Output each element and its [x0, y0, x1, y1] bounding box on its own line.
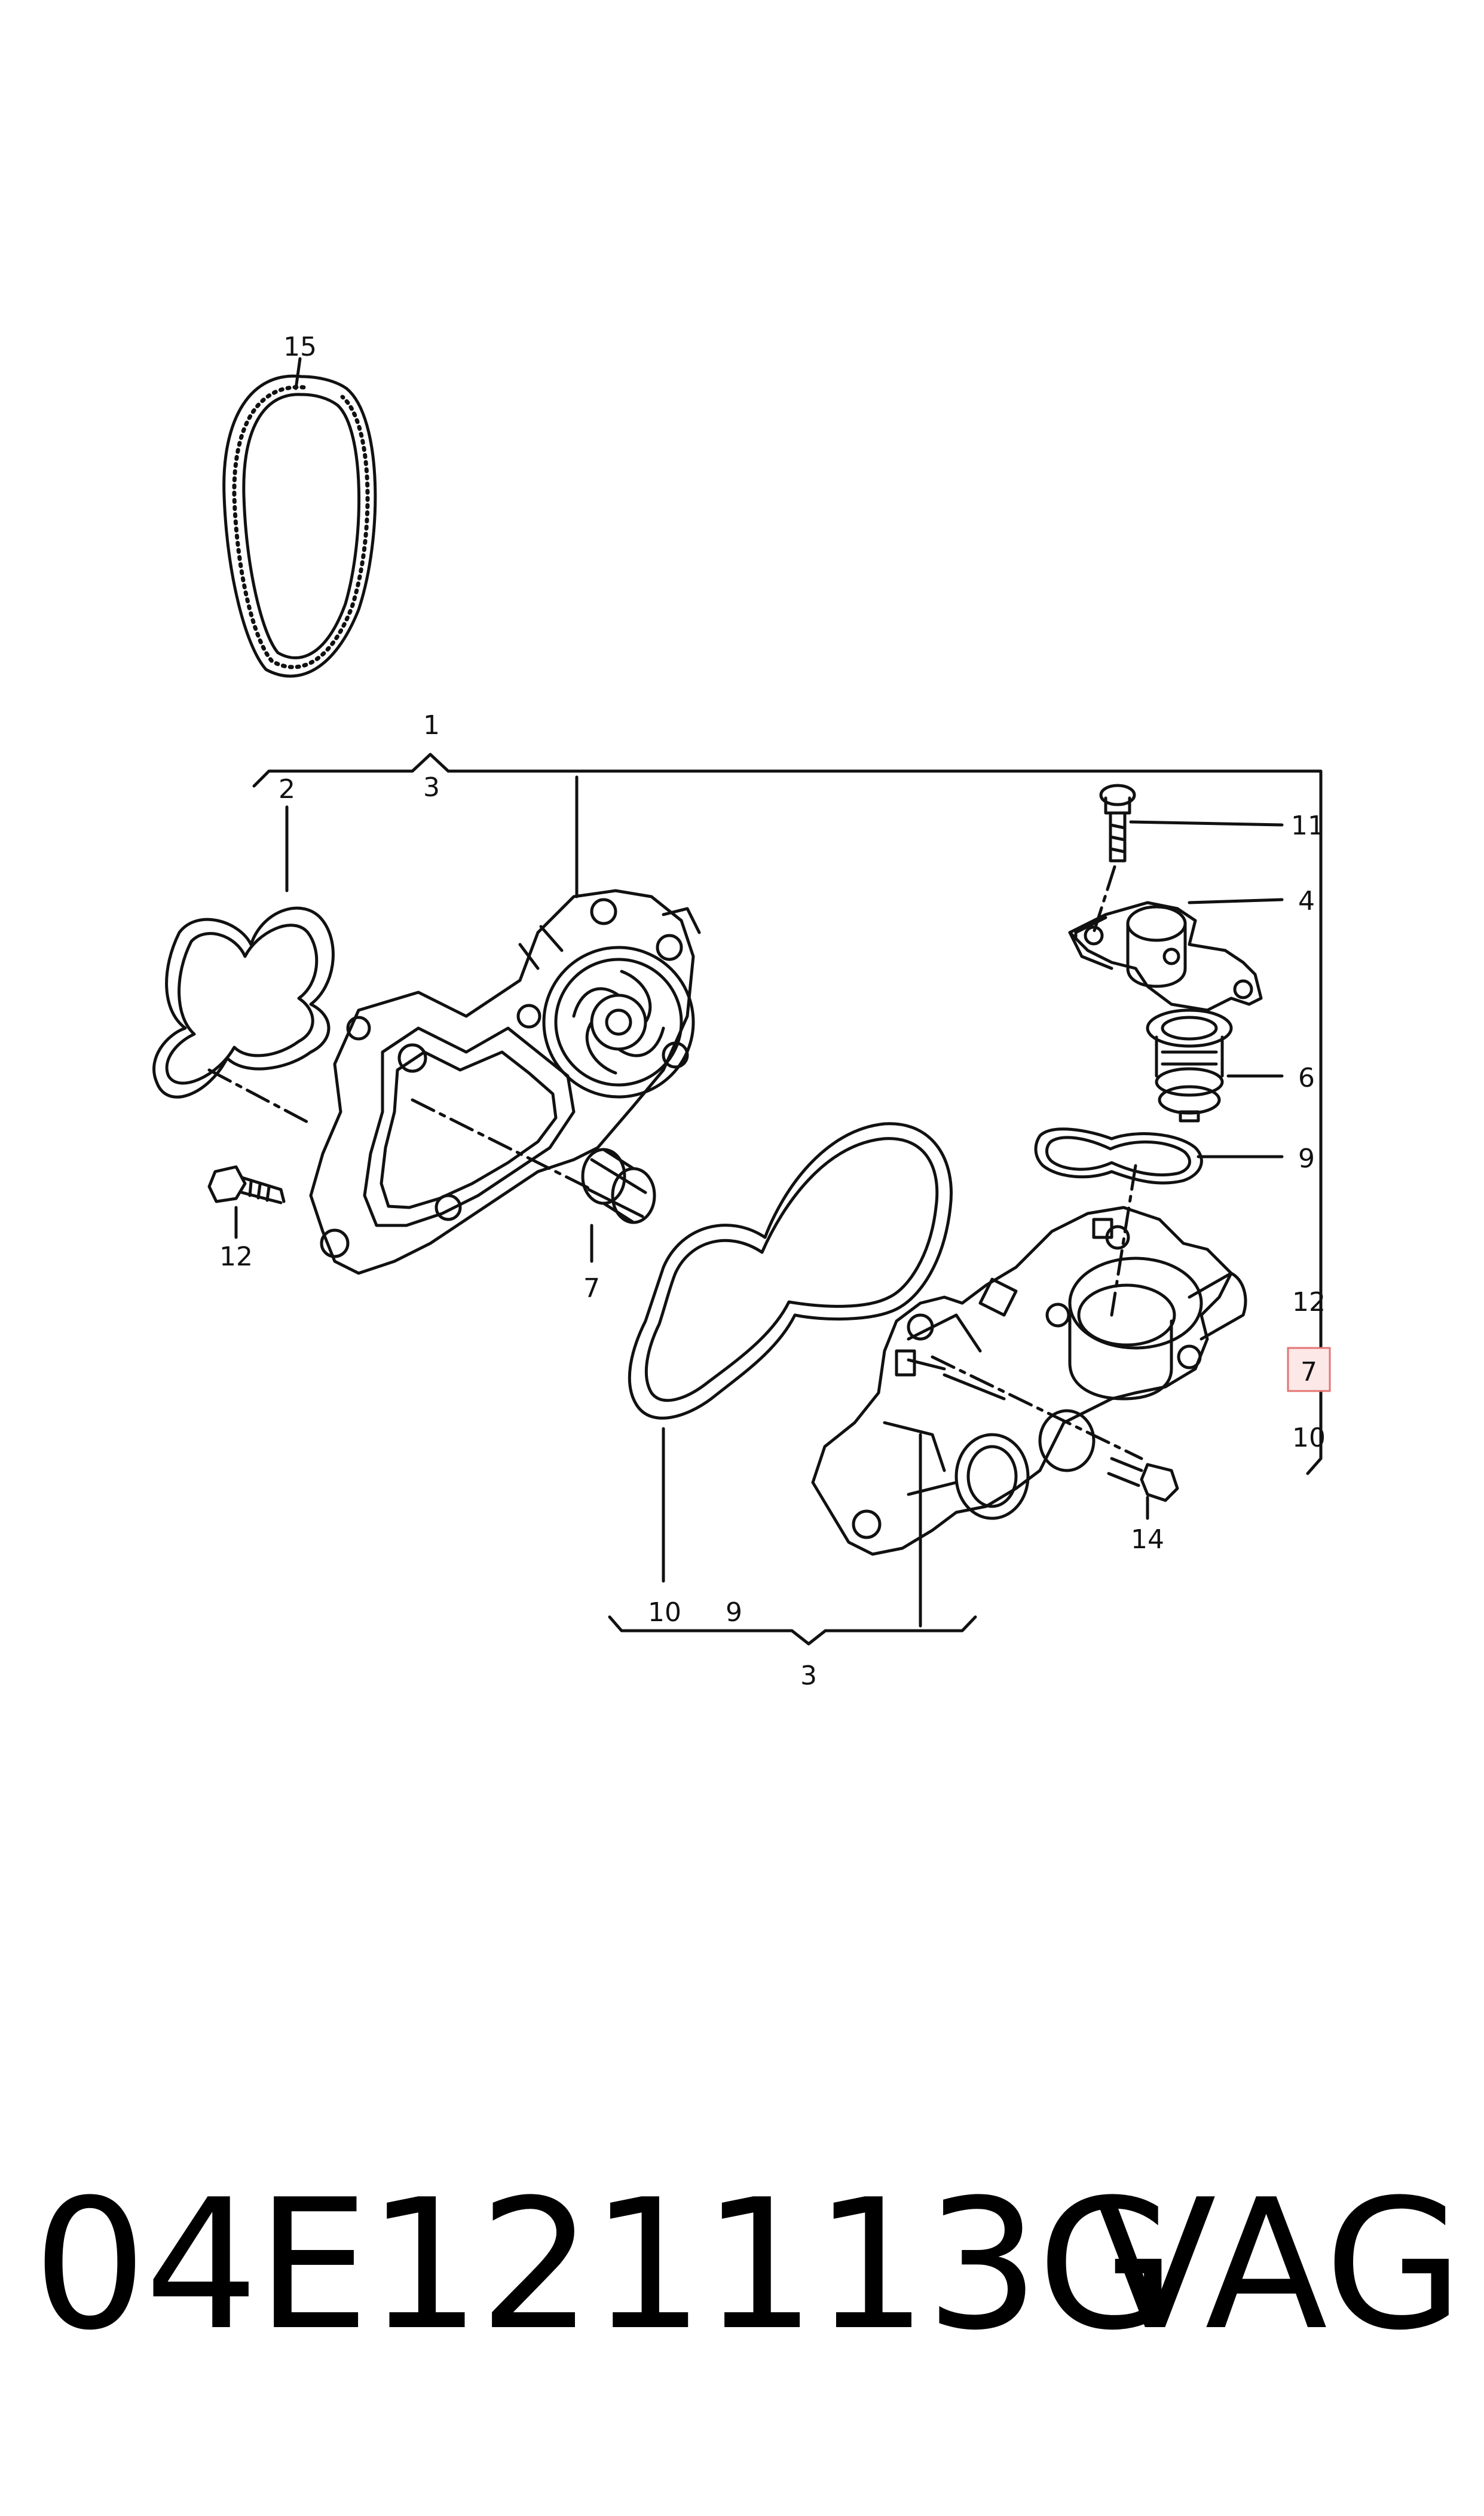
label-9-lower: 9: [726, 1597, 742, 1628]
axis-line-right: [931, 1355, 1143, 1460]
thermostat-housing-gasket: [628, 1122, 953, 1420]
thermostat-seal: [1034, 1127, 1203, 1185]
part-number: 04E121113G: [33, 2161, 1176, 2370]
label-12-left: 12: [219, 1242, 253, 1272]
leader-11: [1129, 820, 1284, 827]
label-2: 2: [279, 774, 295, 805]
bolt-right-top: [1099, 784, 1136, 863]
bolt-right-lower: [1107, 1457, 1179, 1502]
label-3-lower: 3: [800, 1661, 817, 1691]
label-14: 14: [1131, 1524, 1164, 1555]
axis-line-thermostat: [1110, 1164, 1137, 1317]
highlight-box: [1287, 1347, 1331, 1392]
brand-name: VAG: [1094, 2161, 1464, 2370]
bolt-left: [207, 1165, 286, 1204]
label-12-right: 12: [1292, 1287, 1326, 1317]
label-7-left: 7: [583, 1273, 600, 1304]
leader-15: [294, 357, 302, 390]
label-6: 6: [1298, 1063, 1315, 1093]
label-1: 1: [423, 710, 440, 741]
thermostat: [1146, 1008, 1233, 1123]
lower-bracket: [608, 1615, 977, 1646]
pump-gasket-left: [152, 906, 335, 1099]
thermostat-housing: [811, 1206, 1247, 1556]
label-9: 9: [1298, 1144, 1315, 1174]
label-4: 4: [1298, 886, 1315, 916]
label-10-lower: 10: [648, 1597, 681, 1628]
label-15: 15: [283, 332, 317, 362]
label-3-upper: 3: [423, 772, 440, 803]
axis-line-center: [411, 1098, 593, 1191]
thermostat-cover: [1068, 901, 1263, 1012]
water-pump-housing: [309, 889, 701, 1275]
label-11: 11: [1291, 811, 1324, 841]
label-10-right: 10: [1292, 1423, 1326, 1453]
upper-bracket: [252, 753, 1323, 1475]
label-7-highlighted: 7: [1301, 1357, 1317, 1387]
coolant-connector: [581, 1148, 656, 1224]
axis-line-left: [207, 1068, 313, 1126]
leader-4: [1188, 898, 1284, 904]
timing-belt: [222, 374, 377, 678]
